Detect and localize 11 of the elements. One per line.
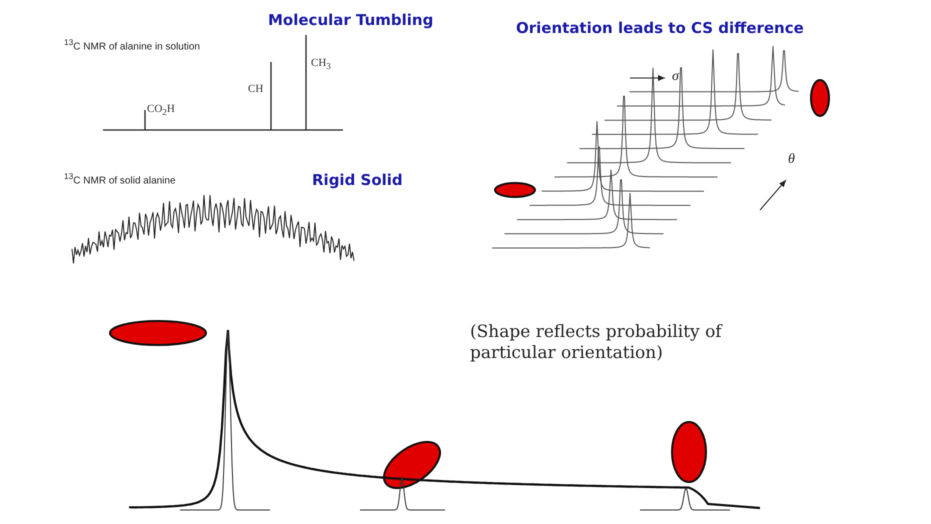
peak-label: CO$_{2}$H [147, 103, 175, 118]
heading: Orientation leads to CS difference [516, 20, 804, 38]
peak-label: CH [248, 83, 264, 96]
spectrum-caption: $^{13}$C NMR of alanine in solution [64, 38, 200, 53]
spectrum-caption: $^{13}$C NMR of solid alanine [64, 172, 176, 187]
axis-label: θ [788, 152, 795, 168]
axis-label: σ [672, 69, 679, 86]
heading: Rigid Solid [312, 172, 403, 190]
peak-label: CH$_{3}$ [311, 57, 331, 72]
heading: Molecular Tumbling [268, 12, 434, 30]
note: (Shape reflects probability of particular orientation) [470, 322, 724, 364]
